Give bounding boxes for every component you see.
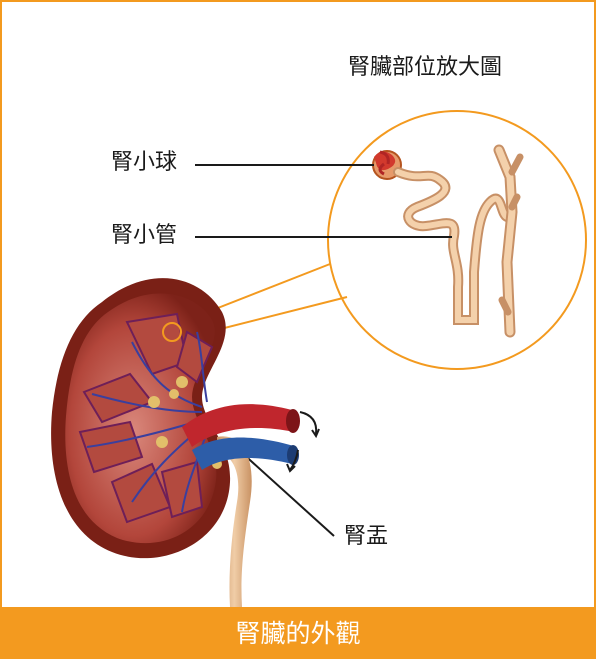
pelvis-label: 腎盂 bbox=[344, 526, 388, 548]
glomerulus-label: 腎小球 bbox=[111, 152, 177, 174]
tubule-label: 腎小管 bbox=[111, 225, 177, 247]
caption-bar: 腎臟的外觀 bbox=[2, 607, 594, 657]
caption-text: 腎臟的外觀 bbox=[235, 614, 360, 650]
magnified-title: 腎臟部位放大圖 bbox=[348, 57, 502, 79]
